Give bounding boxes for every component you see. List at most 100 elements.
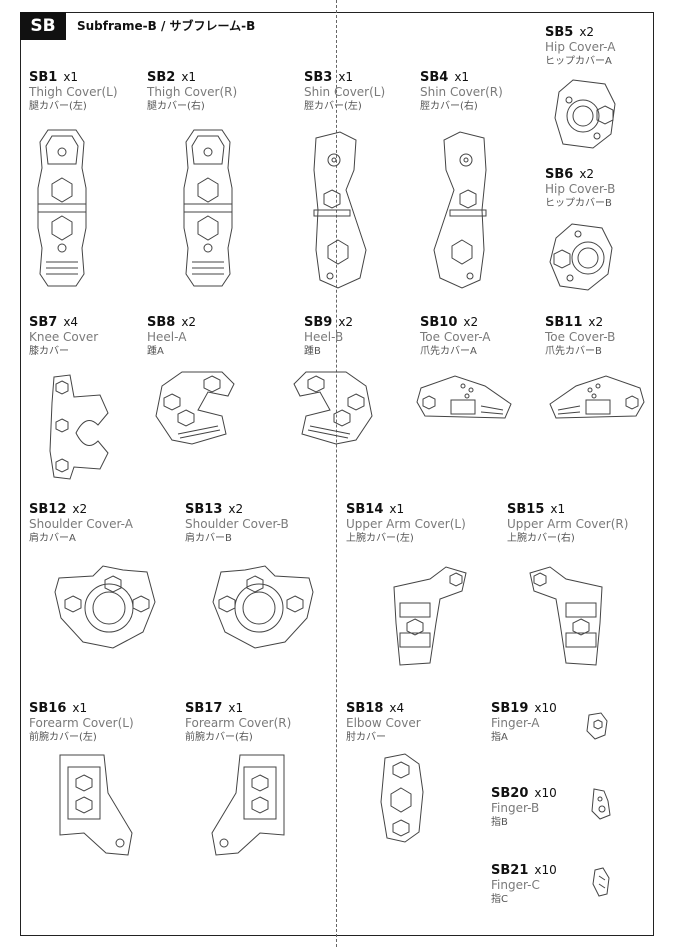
- part-name-en: Upper Arm Cover(L): [346, 517, 466, 531]
- part-qty: x1: [72, 701, 88, 715]
- part-name-jp: 膝カバー: [29, 346, 69, 357]
- part-name-jp: 脛カバー(右): [420, 101, 478, 112]
- part-name-jp: 前腕カバー(右): [185, 732, 253, 743]
- part-code: SB18: [346, 701, 384, 716]
- knee-cover-illustration: [49, 374, 109, 480]
- part-qty: x1: [389, 502, 405, 516]
- part-name-en: Knee Cover: [29, 330, 99, 344]
- part-code: SB19: [491, 701, 529, 716]
- part-name-jp: 上腕カバー(右): [507, 533, 575, 544]
- part-name-jp: ヒップカバーA: [545, 56, 612, 67]
- part-name-en: Thigh Cover(R): [147, 85, 238, 99]
- shoulder-cover-b-illustration: [212, 565, 314, 649]
- part-qty: x2: [228, 502, 244, 516]
- part-name-en: Finger-A: [491, 716, 540, 730]
- part-label-sb1: SB1 x1 Thigh Cover(L) 腿カバー(左): [29, 70, 118, 113]
- heel-b-illustration: [293, 371, 373, 445]
- hip-cover-a-illustration: [554, 79, 616, 149]
- part-qty: x2: [72, 502, 88, 516]
- finger-b-illustration: [591, 788, 611, 820]
- part-name-en: Heel-A: [147, 330, 187, 344]
- part-name-en: Toe Cover-B: [545, 330, 616, 344]
- part-name-jp: 脛カバー(左): [304, 101, 362, 112]
- part-code: SB10: [420, 315, 458, 330]
- part-qty: x4: [389, 701, 405, 715]
- part-qty: x2: [588, 315, 604, 329]
- part-label-sb4: SB4 x1 Shin Cover(R) 脛カバー(右): [420, 70, 503, 113]
- part-qty: x1: [550, 502, 566, 516]
- part-qty: x1: [228, 701, 244, 715]
- center-fold-line: [336, 0, 337, 947]
- part-qty: x2: [463, 315, 479, 329]
- finger-c-illustration: [592, 867, 610, 897]
- thigh-cover-right-illustration: [183, 129, 233, 287]
- part-code: SB12: [29, 502, 67, 517]
- thigh-cover-left-illustration: [37, 129, 87, 287]
- part-qty: x10: [534, 863, 557, 877]
- part-qty: x2: [579, 25, 595, 39]
- shin-cover-right-illustration: [433, 131, 487, 289]
- part-code: SB8: [147, 315, 176, 330]
- part-name-jp: 踵B: [304, 346, 321, 357]
- part-qty: x10: [534, 701, 557, 715]
- part-code: SB5: [545, 25, 574, 40]
- part-qty: x1: [338, 70, 354, 84]
- part-qty: x1: [454, 70, 470, 84]
- part-qty: x1: [63, 70, 79, 84]
- hip-cover-b-illustration: [549, 223, 613, 291]
- part-name-jp: 肩カバーA: [29, 533, 76, 544]
- part-name-jp: 前腕カバー(左): [29, 732, 97, 743]
- section-badge: SB: [20, 12, 66, 40]
- shin-cover-left-illustration: [313, 131, 367, 289]
- finger-a-illustration: [586, 712, 608, 740]
- part-code: SB16: [29, 701, 67, 716]
- part-code: SB7: [29, 315, 58, 330]
- part-name-en: Elbow Cover: [346, 716, 421, 730]
- part-label-sb13: SB13 x2 Shoulder Cover-B 肩カバーB: [185, 502, 289, 545]
- part-name-jp: 肩カバーB: [185, 533, 232, 544]
- part-name-jp: 爪先カバーA: [420, 346, 477, 357]
- part-name-jp: 指B: [491, 817, 508, 828]
- part-label-sb12: SB12 x2 Shoulder Cover-A 肩カバーA: [29, 502, 133, 545]
- part-code: SB13: [185, 502, 223, 517]
- part-code: SB15: [507, 502, 545, 517]
- part-name-en: Shoulder Cover-B: [185, 517, 289, 531]
- part-qty: x2: [181, 315, 197, 329]
- part-code: SB21: [491, 863, 529, 878]
- sheet-title: Subframe-B / サブフレーム-B: [77, 19, 256, 33]
- part-code: SB1: [29, 70, 58, 85]
- part-code: SB17: [185, 701, 223, 716]
- part-name-en: Shin Cover(R): [420, 85, 503, 99]
- part-name-jp: 腿カバー(右): [147, 101, 205, 112]
- part-name-en: Shoulder Cover-A: [29, 517, 133, 531]
- part-name-en: Forearm Cover(L): [29, 716, 134, 730]
- part-name-en: Finger-B: [491, 801, 540, 815]
- part-name-jp: 腿カバー(左): [29, 101, 87, 112]
- part-qty: x1: [181, 70, 197, 84]
- part-name-jp: ヒップカバーB: [545, 198, 612, 209]
- heel-a-illustration: [155, 371, 235, 445]
- part-name-en: Shin Cover(L): [304, 85, 386, 99]
- part-name-en: Thigh Cover(L): [29, 85, 118, 99]
- part-name-jp: 上腕カバー(左): [346, 533, 414, 544]
- part-name-jp: 指C: [491, 894, 508, 905]
- part-code: SB20: [491, 786, 529, 801]
- part-name-en: Heel-B: [304, 330, 344, 344]
- sheet-frame: [20, 12, 654, 936]
- toe-cover-b-illustration: [549, 375, 645, 419]
- part-qty: x4: [63, 315, 79, 329]
- part-code: SB4: [420, 70, 449, 85]
